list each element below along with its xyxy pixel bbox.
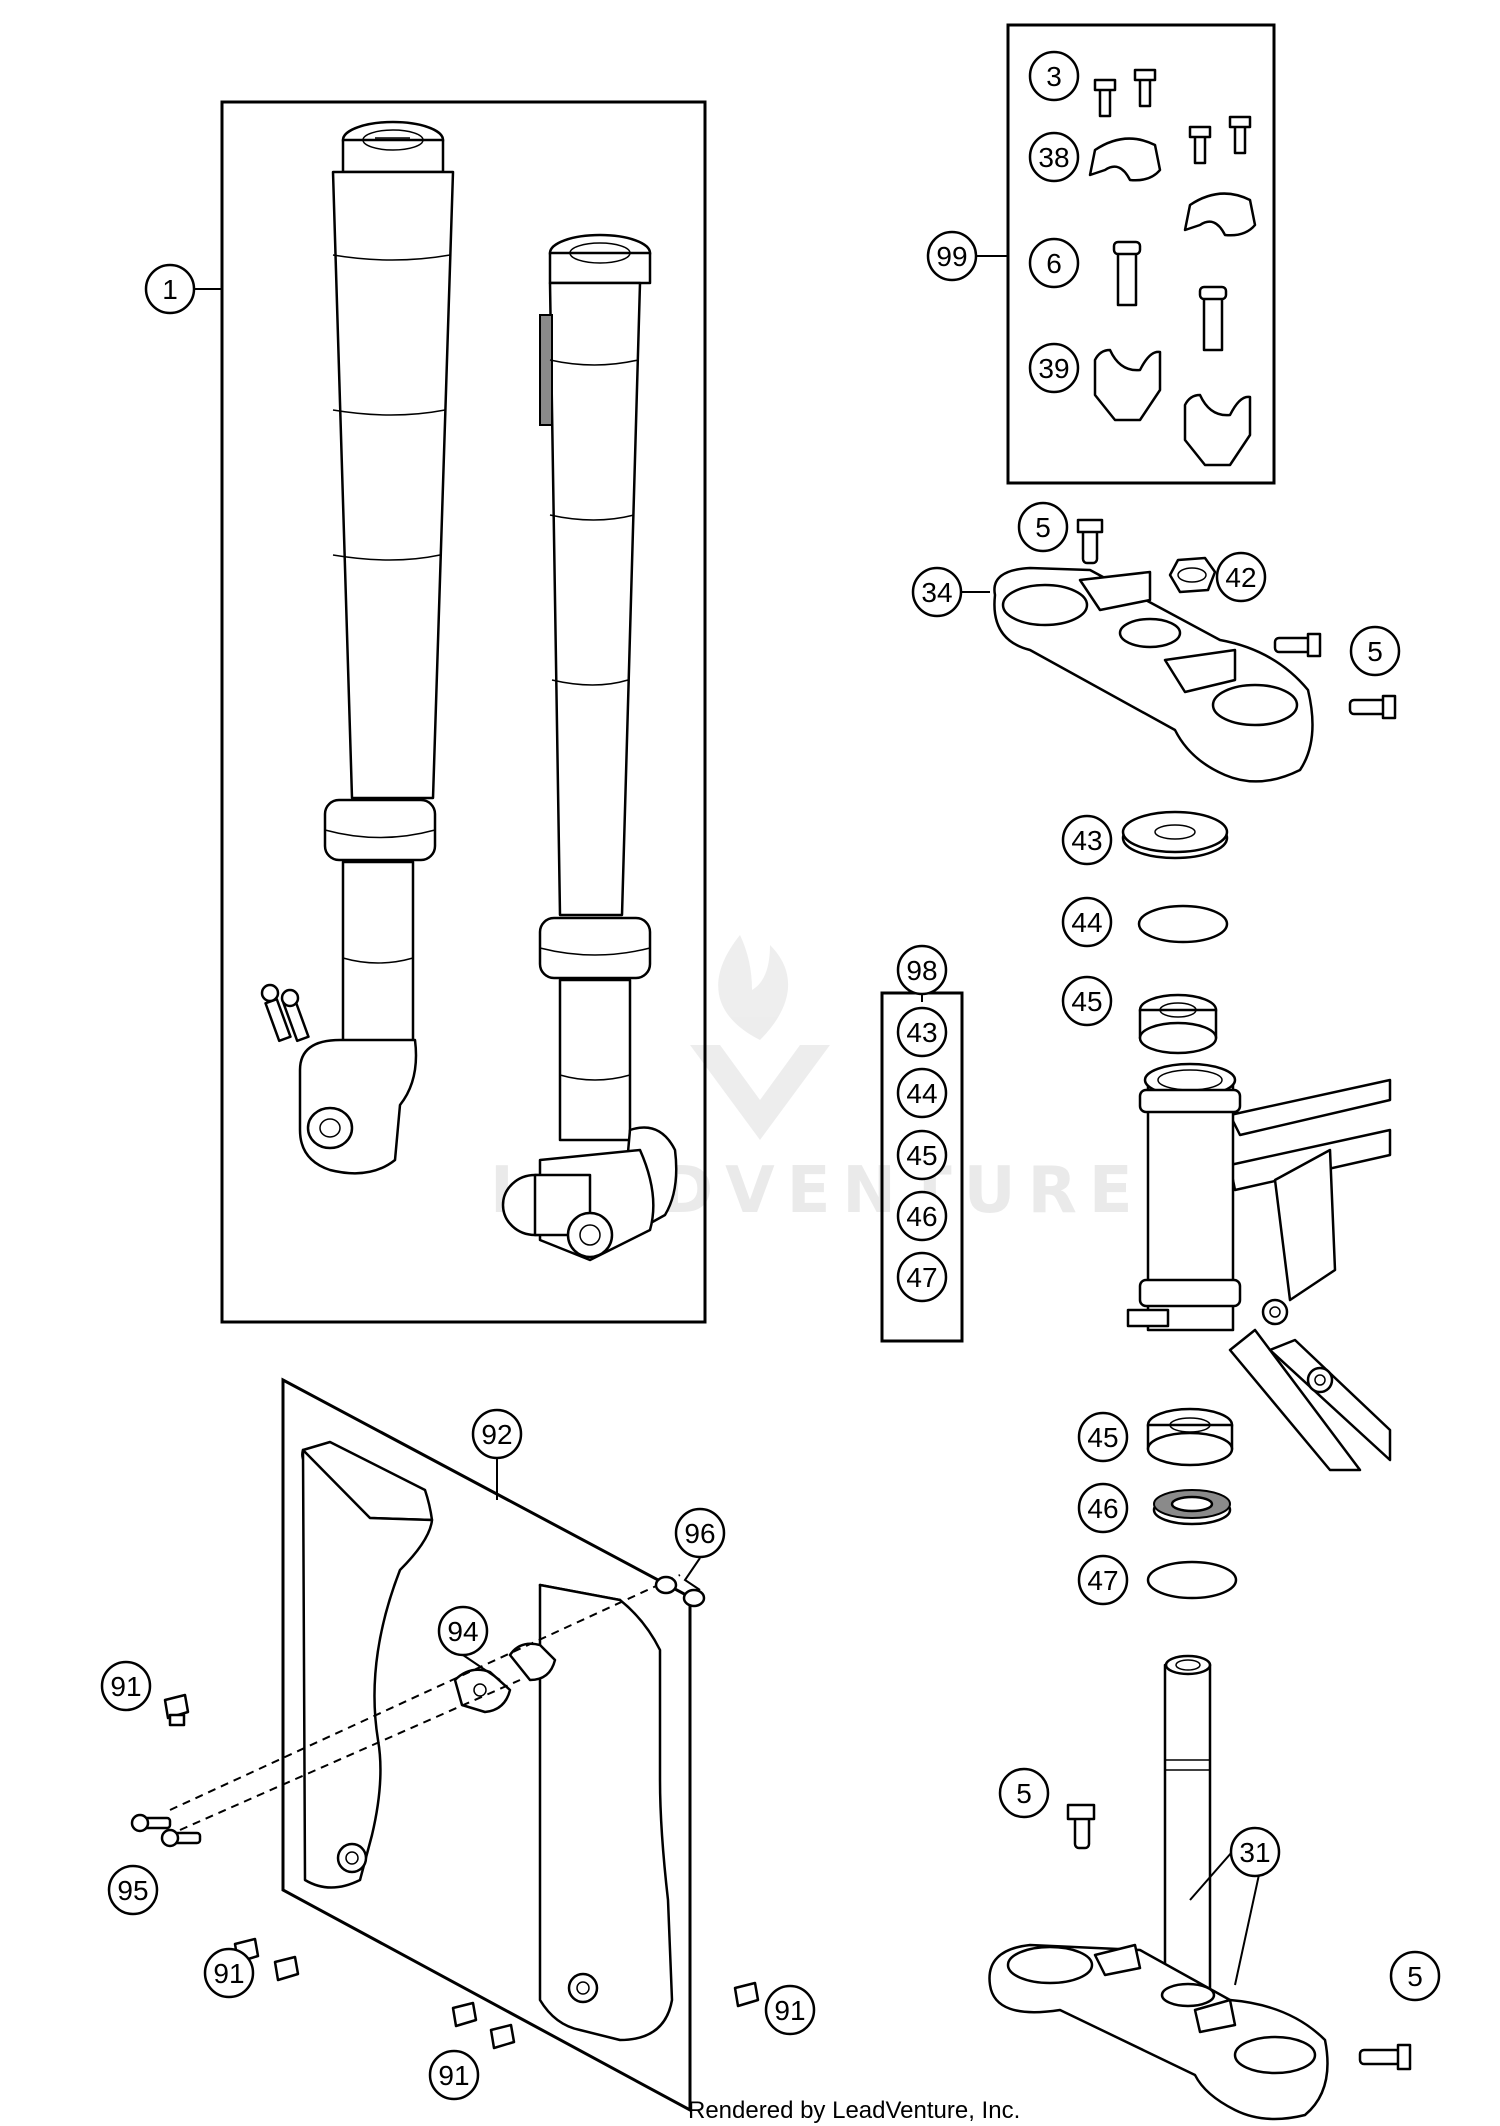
clamp-kit-frame <box>1006 23 1276 485</box>
svg-text:3: 3 <box>1046 61 1062 92</box>
callout-95: 95 <box>107 1864 159 1916</box>
svg-text:91: 91 <box>774 1995 805 2026</box>
left-fork-guard <box>301 1440 434 1889</box>
svg-text:45: 45 <box>1087 1422 1118 1453</box>
callout-91-c: 91 <box>428 2049 480 2101</box>
footer-credit: Rendered by LeadVenture, Inc. <box>688 2097 1020 2124</box>
svg-text:39: 39 <box>1038 353 1069 384</box>
lower-bearing-stack <box>1146 1407 1238 1600</box>
svg-text:46: 46 <box>906 1201 937 1232</box>
callout-1: 1 <box>144 263 196 315</box>
callout-92: 92 <box>471 1408 523 1460</box>
fork-guard-frame <box>281 1377 692 2113</box>
callout-5-right: 5 <box>1349 625 1401 677</box>
callout-96: 96 <box>674 1507 726 1559</box>
callout-99: 99 <box>926 230 978 282</box>
callout-45-set: 45 <box>896 1129 948 1181</box>
svg-text:5: 5 <box>1407 1961 1423 1992</box>
svg-text:47: 47 <box>906 1262 937 1293</box>
leader-96 <box>683 1557 701 1591</box>
svg-text:44: 44 <box>1071 907 1102 938</box>
clamp-kit-parts <box>1088 68 1257 467</box>
svg-text:38: 38 <box>1038 142 1069 173</box>
callout-91-b: 91 <box>203 1947 255 1999</box>
callout-43-set: 43 <box>896 1006 948 1058</box>
svg-text:91: 91 <box>438 2060 469 2091</box>
svg-text:42: 42 <box>1225 562 1256 593</box>
svg-text:5: 5 <box>1035 512 1051 543</box>
callout-39: 39 <box>1028 342 1080 394</box>
callout-38: 38 <box>1028 131 1080 183</box>
svg-text:43: 43 <box>1071 825 1102 856</box>
guard-bracket <box>453 1668 512 1714</box>
callout-31: 31 <box>1229 1826 1281 1878</box>
callout-94: 94 <box>437 1605 489 1657</box>
callout-44-upper: 44 <box>1061 896 1113 948</box>
callout-45-upper: 45 <box>1061 975 1113 1027</box>
svg-text:91: 91 <box>213 1958 244 1989</box>
svg-text:45: 45 <box>906 1140 937 1171</box>
upper-triple-clamp <box>993 518 1397 783</box>
callout-5-lower-right: 5 <box>1389 1950 1441 2002</box>
svg-text:31: 31 <box>1239 1837 1270 1868</box>
leader-31b <box>1234 1869 1261 1986</box>
callout-3: 3 <box>1028 50 1080 102</box>
svg-text:6: 6 <box>1046 248 1062 279</box>
leader-31 <box>1189 1851 1233 1901</box>
callout-46-set: 46 <box>896 1190 948 1242</box>
right-fork-guard <box>508 1583 674 2042</box>
callout-91-d: 91 <box>764 1984 816 2036</box>
callout-91-a: 91 <box>100 1660 152 1712</box>
fork-assembly-frame <box>220 100 707 1324</box>
install-line-upper <box>169 1574 681 1811</box>
svg-text:45: 45 <box>1071 986 1102 1017</box>
callout-34: 34 <box>911 566 963 618</box>
svg-text:46: 46 <box>1087 1493 1118 1524</box>
right-fork-leg <box>501 233 678 1262</box>
svg-text:1: 1 <box>162 274 178 305</box>
callout-47-set: 47 <box>896 1251 948 1303</box>
svg-text:95: 95 <box>117 1875 148 1906</box>
callout-43-upper: 43 <box>1061 814 1113 866</box>
install-line-lower <box>179 1679 521 1831</box>
lower-triple-clamp <box>988 1654 1412 2121</box>
svg-text:99: 99 <box>936 241 967 272</box>
svg-text:5: 5 <box>1016 1778 1032 1809</box>
callouts: 1 3 38 99 6 39 5 42 34 5 43 44 45 98 43 … <box>100 50 1441 2101</box>
callout-6: 6 <box>1028 237 1080 289</box>
svg-text:34: 34 <box>921 577 952 608</box>
callout-98: 98 <box>896 944 948 996</box>
callout-5-top: 5 <box>1017 501 1069 553</box>
svg-text:47: 47 <box>1087 1565 1118 1596</box>
left-fork-leg <box>260 120 455 1175</box>
svg-text:91: 91 <box>110 1671 141 1702</box>
callout-42: 42 <box>1215 551 1267 603</box>
svg-text:98: 98 <box>906 955 937 986</box>
callout-47-lower: 47 <box>1077 1554 1129 1606</box>
svg-text:94: 94 <box>447 1616 478 1647</box>
svg-text:96: 96 <box>684 1518 715 1549</box>
svg-text:5: 5 <box>1367 636 1383 667</box>
callout-44-set: 44 <box>896 1067 948 1119</box>
frame-head-tube <box>1126 1062 1392 1472</box>
callout-5-lower-left: 5 <box>998 1767 1050 1819</box>
svg-text:43: 43 <box>906 1017 937 1048</box>
leader-94 <box>462 1654 501 1681</box>
svg-text:44: 44 <box>906 1078 937 1109</box>
svg-text:92: 92 <box>481 1419 512 1450</box>
callout-45-lower: 45 <box>1077 1411 1129 1463</box>
callout-46-lower: 46 <box>1077 1482 1129 1534</box>
upper-bearing-stack <box>1121 810 1229 1055</box>
